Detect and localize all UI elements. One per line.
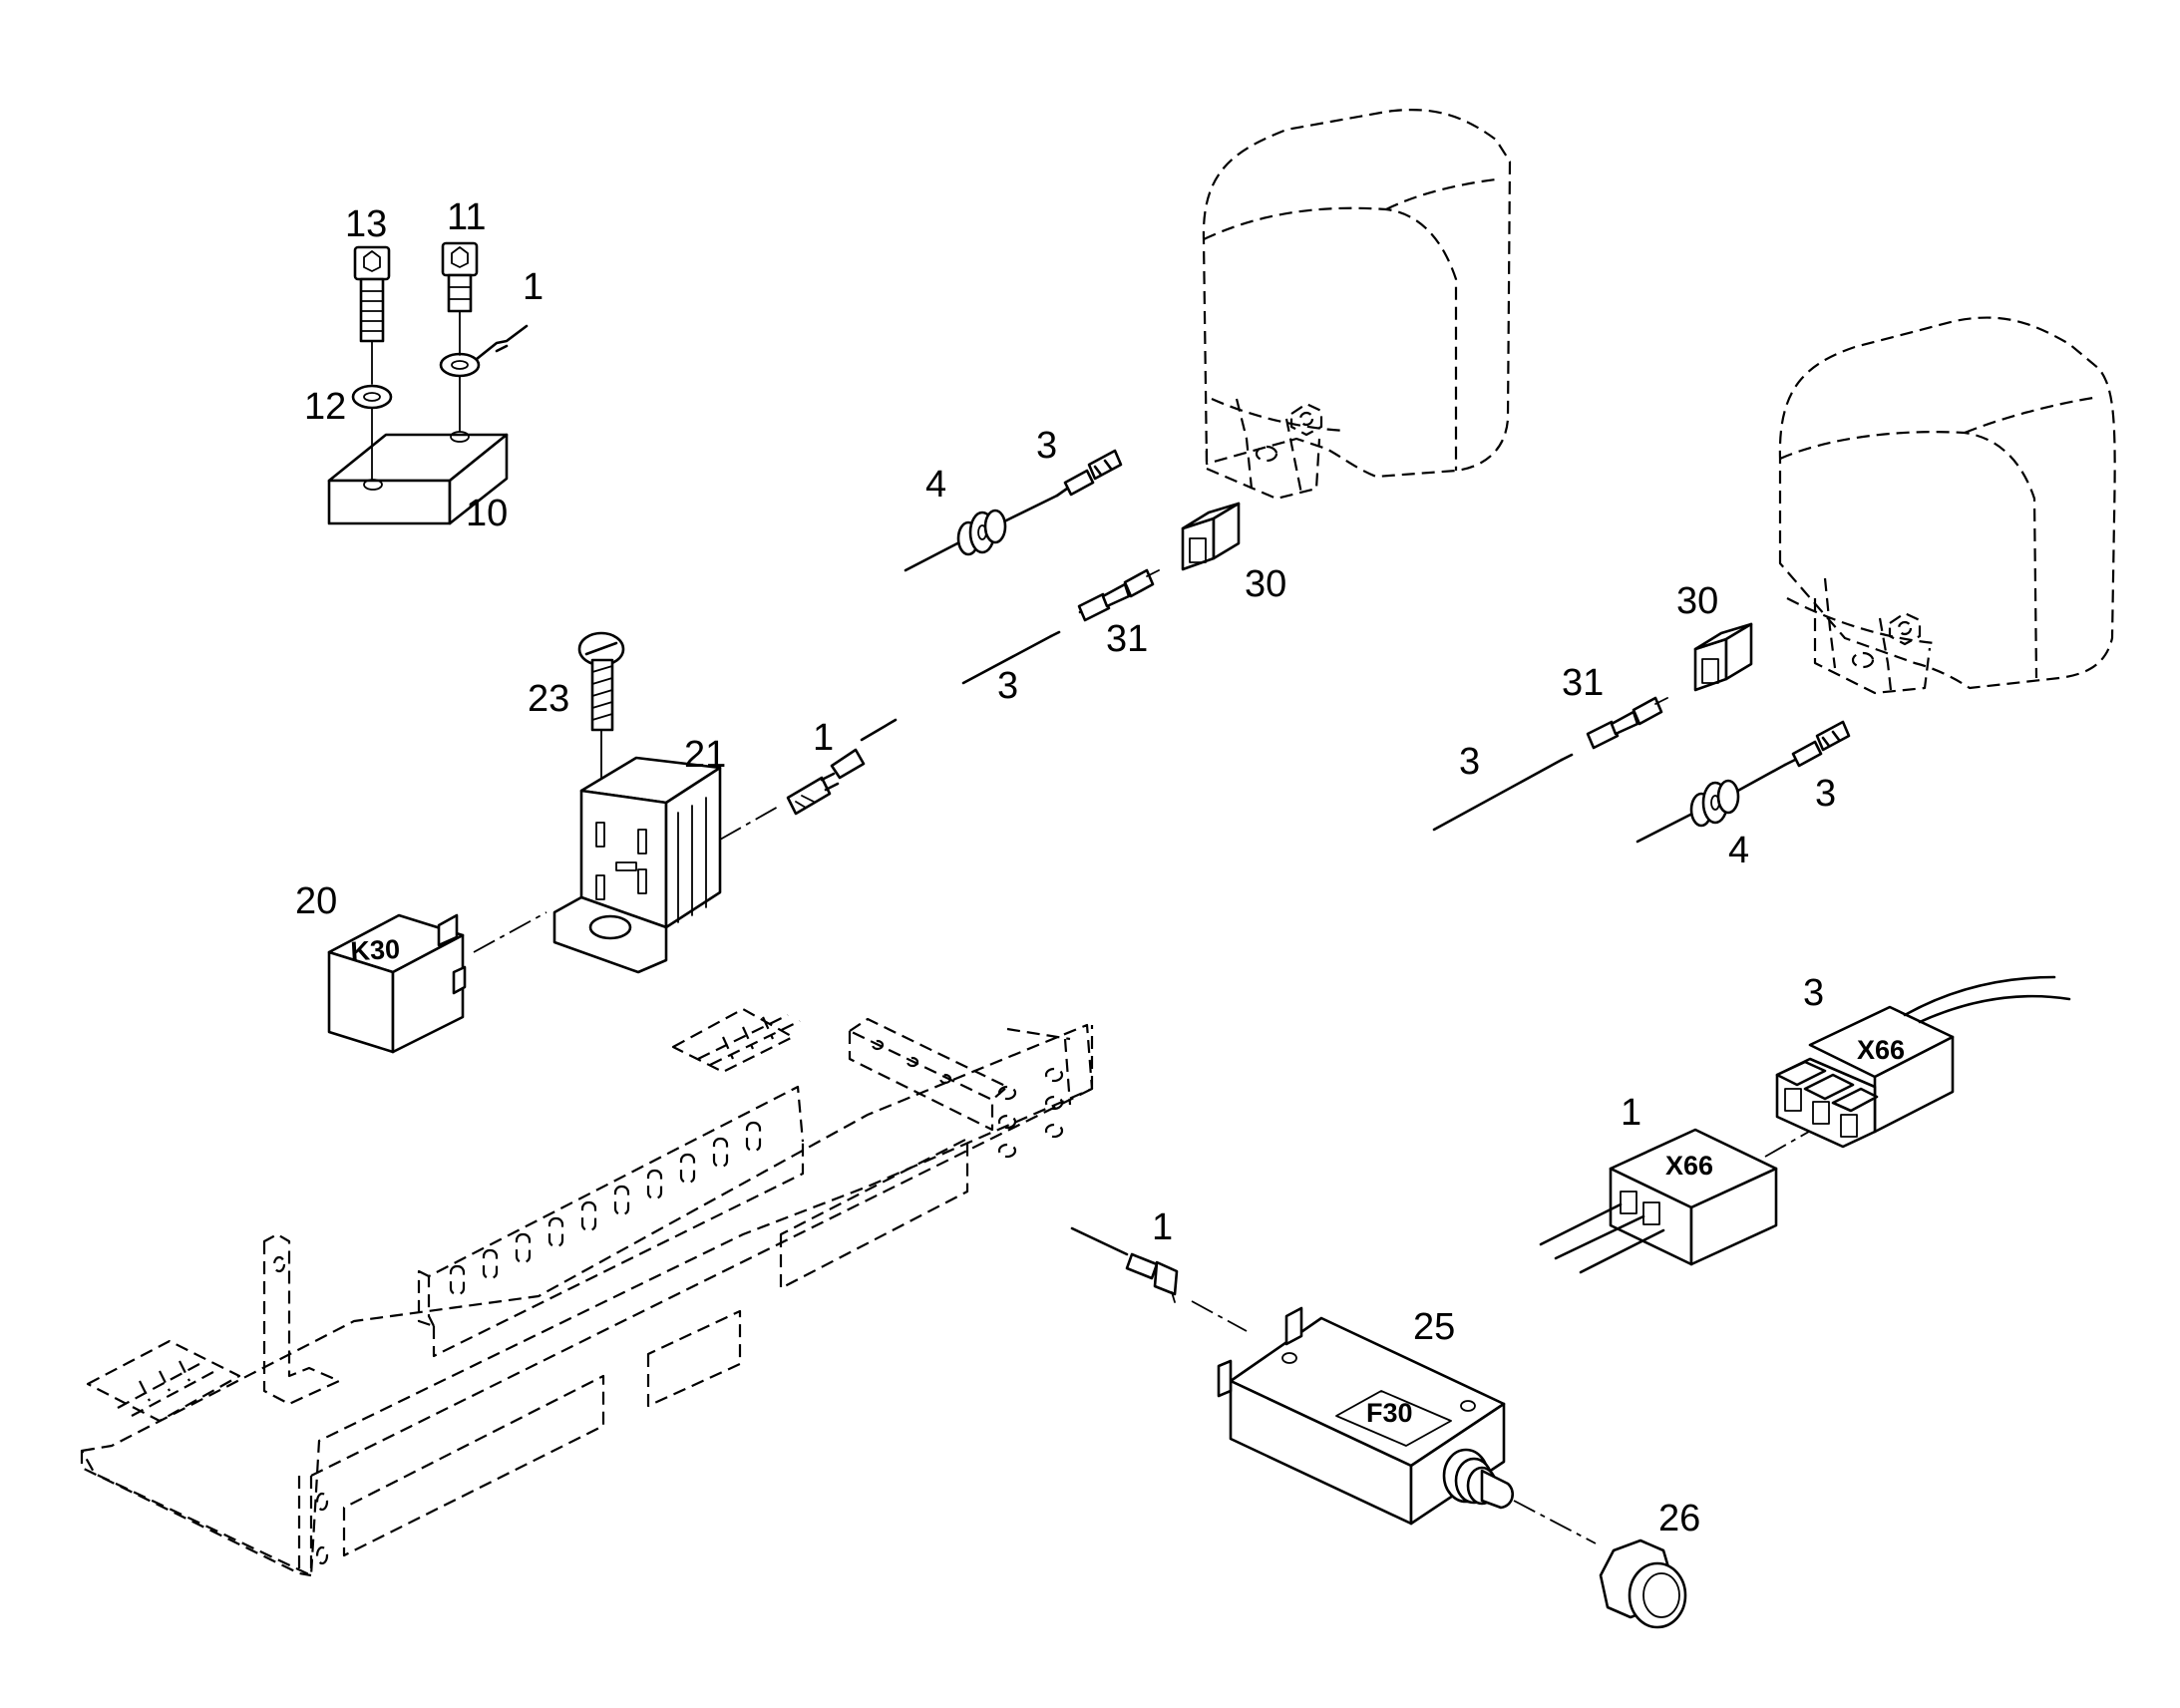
washer-part-12 (351, 384, 393, 410)
grommet-part-4-mid (904, 494, 1059, 572)
callout-4-right: 4 (1728, 830, 1749, 871)
callout-3-mid-top: 3 (1036, 425, 1057, 467)
callout-30-right: 30 (1676, 580, 1718, 622)
callout-11: 11 (447, 196, 486, 238)
connector-female-tag: X66 (1665, 1151, 1713, 1181)
wire-terminal-part-1-mid (786, 718, 898, 816)
panel-slots (449, 1121, 762, 1296)
mounting-plate-part-10 (327, 431, 509, 525)
callout-1-top: 1 (523, 266, 544, 308)
light-wiring-right (1432, 622, 1851, 844)
circuit-breaker-part-25: F30 (1217, 1306, 1515, 1526)
work-light-right (1778, 316, 2116, 695)
callout-1-fuse: 1 (1152, 1206, 1173, 1248)
connector-male-tag: X66 (1857, 1035, 1905, 1065)
mounting-plate-assembly (327, 241, 529, 525)
callout-3-mid-low: 3 (997, 665, 1018, 707)
callout-10: 10 (466, 493, 508, 534)
callout-1-mid: 1 (813, 717, 834, 759)
callout-labels: 13 11 1 12 10 4 3 30 31 3 23 21 1 20 30 … (295, 196, 1836, 1539)
work-light-left (1202, 108, 1512, 501)
relay-part-20: K30 (327, 913, 467, 1054)
terminal-pin-part-31-mid (1077, 568, 1160, 622)
hinge-top (671, 1007, 801, 1074)
light-wiring-middle (904, 449, 1241, 685)
connector-housing-part-30-mid (1181, 502, 1241, 571)
callout-25: 25 (1413, 1306, 1455, 1348)
connector-male-part-3: X66 (1775, 975, 2071, 1149)
mounting-panel (80, 1007, 1094, 1577)
callout-31-mid: 31 (1106, 618, 1148, 660)
callout-31-right: 31 (1562, 662, 1604, 704)
callout-26: 26 (1658, 1498, 1700, 1539)
wire-part-3-right (1432, 753, 1574, 832)
relay-socket-part-21 (552, 756, 722, 974)
hinge-left (86, 1339, 241, 1423)
callout-13: 13 (345, 203, 387, 245)
connector-female-part-1: X66 (1539, 1128, 1778, 1274)
callout-21: 21 (684, 734, 726, 776)
relay-socket-assembly (473, 631, 781, 974)
callout-12: 12 (304, 386, 346, 428)
callout-30-mid: 30 (1245, 563, 1286, 605)
wire-terminal-part-3-right (1783, 720, 1851, 768)
callout-3-x66: 3 (1803, 972, 1824, 1014)
callout-23: 23 (528, 678, 569, 720)
relay-tag: K30 (350, 934, 401, 967)
wire-part-3-mid (961, 630, 1061, 685)
callout-4-mid: 4 (925, 464, 946, 506)
callout-3-right-terminal: 3 (1815, 773, 1836, 815)
cap-screw-part-13 (353, 245, 391, 343)
circuit-breaker-tag: F30 (1366, 1398, 1413, 1428)
callout-20: 20 (295, 880, 337, 922)
connector-housing-part-30-right (1693, 622, 1753, 692)
screw-part-23 (577, 631, 625, 789)
push-button-cap-part-26 (1599, 1538, 1687, 1629)
ring-terminal-wire-part-1 (439, 324, 529, 378)
wire-terminal-part-3-mid (1055, 449, 1123, 498)
callout-3-right-wire: 3 (1459, 741, 1480, 783)
callout-1-x66: 1 (1621, 1092, 1641, 1134)
cap-screw-part-11 (441, 241, 479, 313)
terminal-pin-part-31-right (1586, 696, 1668, 750)
wire-terminal-part-1-fuse (1070, 1226, 1179, 1303)
grommet-part-4-right (1635, 763, 1787, 844)
